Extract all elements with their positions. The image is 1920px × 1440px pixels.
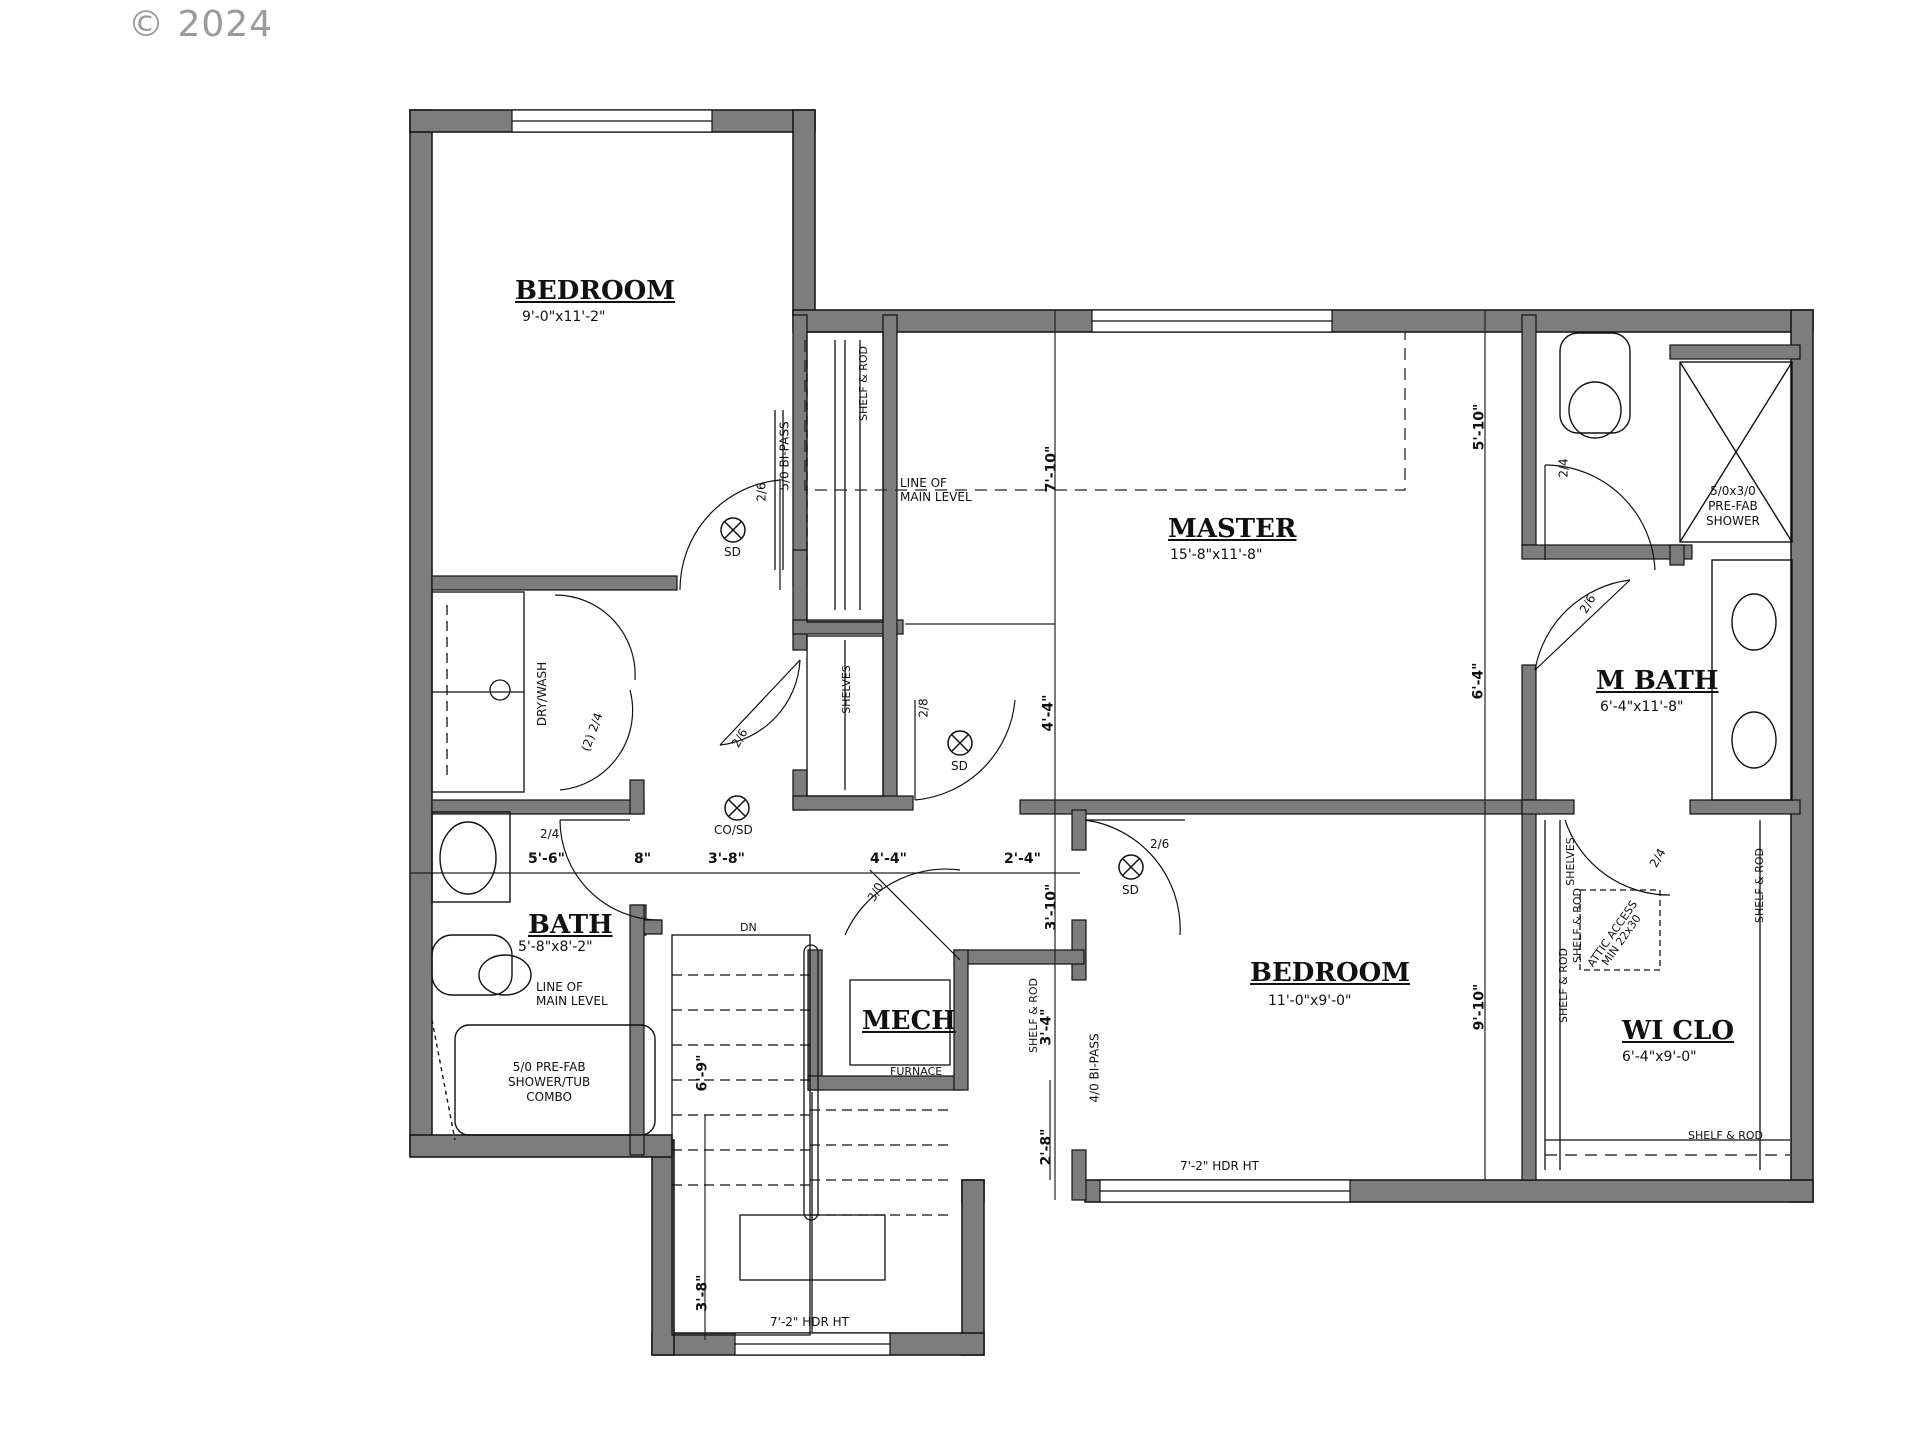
room-size-master: 15'-8"x11'-8" [1170, 547, 1263, 563]
shower-label: 5/0x3/0 PRE-FAB SHOWER [1706, 484, 1760, 528]
room-name-wi-clo: WI CLO [1622, 1016, 1735, 1046]
dimension-label: 2'-8" [1038, 1128, 1055, 1166]
shelf-rod-label: SHELF & ROD [1027, 977, 1041, 1054]
room-size-wi-clo: 6'-4"x9'-0" [1622, 1049, 1697, 1065]
dimension-label: 8" [634, 851, 652, 867]
nw-bedroom-closet [774, 331, 884, 797]
laundry-appliances [431, 591, 525, 793]
shelf-rod-label: SHELF & ROD [1557, 947, 1571, 1024]
door-label: 2/4 [540, 827, 560, 841]
wi-clo-shelving [1544, 820, 1790, 1170]
door-label-bipass: 4/0 BI-PASS [1087, 1033, 1102, 1103]
door-label: 2/6 [1150, 837, 1170, 851]
dimension-label: 5'-6" [528, 851, 565, 867]
room-size-bath: 5'-8"x8'-2" [518, 939, 593, 955]
stairs [671, 934, 952, 1336]
room-name-bedroom-nw: BEDROOM [515, 276, 676, 306]
dry-wash-label: DRY/WASH [535, 661, 550, 727]
room-name-master: MASTER [1168, 514, 1297, 544]
dimension-label: 6'-4" [1470, 662, 1487, 700]
door-label: 2/8 [916, 698, 931, 718]
door-swings [554, 464, 1671, 961]
mech-room-outline [849, 979, 951, 1066]
room-size-bedroom-se: 11'-0"x9'-0" [1268, 993, 1352, 1009]
room-size-bedroom-nw: 9'-0"x11'-2" [522, 309, 606, 325]
copyright-watermark: © 2024 [128, 4, 274, 45]
dimension-label: 6'-9" [694, 1054, 711, 1092]
smoke-detectors [720, 517, 1144, 880]
dimension-label: 2'-4" [1004, 851, 1041, 867]
mech-furnace-label: FURNACE [890, 1065, 943, 1078]
dimension-label: 9'-10" [1471, 983, 1488, 1031]
room-name-mech: MECH [862, 1006, 956, 1036]
line-of-main-level-label-2: LINE OF MAIN LEVEL [536, 980, 608, 1009]
stair-down-label: DN [740, 921, 757, 934]
room-name-bedroom-se: BEDROOM [1250, 958, 1411, 988]
door-label: 2/6 [754, 482, 769, 502]
line-of-main-level [804, 332, 1406, 491]
room-size-m-bath: 6'-4"x11'-8" [1600, 699, 1684, 715]
dimension-label: 3'-8" [694, 1274, 711, 1312]
smoke-detector-label: SD [951, 759, 968, 773]
shelf-rod-label: SHELF & ROD [1688, 1129, 1764, 1142]
door-label-bipass: 5/0 BI-PASS [777, 421, 792, 491]
room-name-bath: BATH [528, 910, 613, 940]
smoke-detector-label: SD [724, 545, 741, 559]
line-of-main-level-label-1: LINE OF MAIN LEVEL [900, 476, 972, 505]
shelves-label: SHELVES [1563, 837, 1577, 886]
windows [511, 109, 1351, 1356]
interior-walls [431, 314, 1801, 1201]
smoke-detector-label: SD [1122, 883, 1139, 897]
header-height-label: 7'-2" HDR HT [1180, 1159, 1260, 1173]
room-name-m-bath: M BATH [1596, 666, 1719, 696]
co-smoke-detector-label: CO/SD [714, 823, 753, 837]
bath-fixtures [431, 811, 656, 1141]
dimension-lines [410, 310, 1486, 1340]
dimension-label: 3'-4" [1038, 1008, 1055, 1046]
dimension-label: 4'-4" [870, 851, 907, 867]
shelf-rod-label: SHELF & ROD [1571, 887, 1585, 964]
shelves-label: SHELVES [839, 665, 853, 714]
dimension-label: 5'-10" [1471, 403, 1488, 451]
shelf-rod-label: SHELF & ROD [1753, 847, 1767, 924]
dimension-label: 7'-10" [1043, 445, 1060, 493]
dimension-label: 3'-10" [1043, 883, 1060, 931]
m-bath-fixtures [1559, 332, 1793, 801]
door-label: 2/4 [1556, 458, 1571, 478]
shelf-rod-label: SHELF & ROD [857, 345, 871, 422]
header-height-label: 7'-2" HDR HT [770, 1315, 850, 1329]
tub-label: 5/0 PRE-FAB SHOWER/TUB COMBO [508, 1060, 591, 1104]
dimension-label: 3'-8" [708, 851, 745, 867]
dimension-label: 4'-4" [1040, 694, 1057, 732]
